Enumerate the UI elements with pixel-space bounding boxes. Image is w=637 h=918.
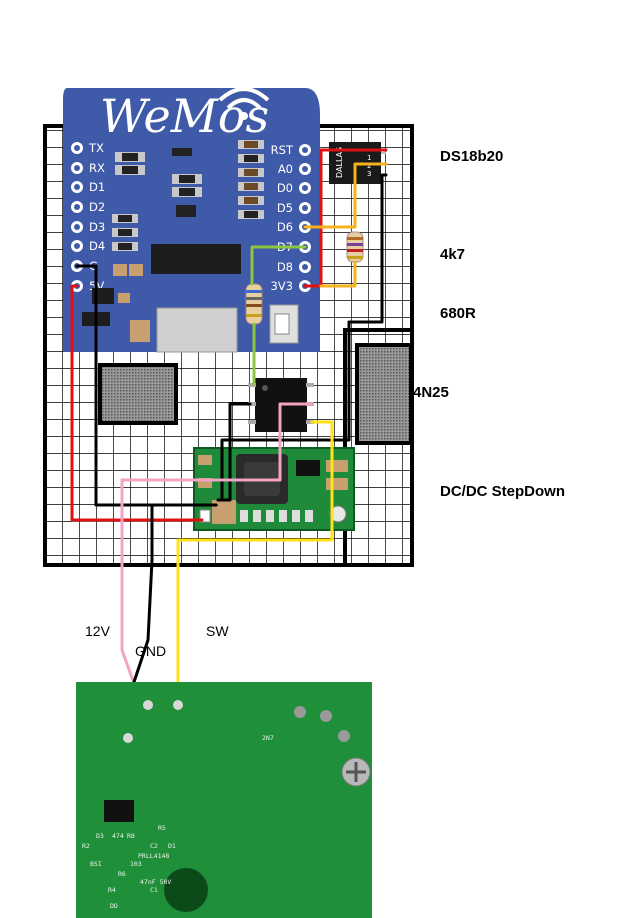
pin-label-d3: D3 [89, 220, 105, 234]
trim-potentiometer [329, 505, 347, 523]
silk-r4: R4 [108, 886, 116, 894]
wire-pink-12v [120, 402, 314, 702]
pin-label-d5: D5 [277, 201, 293, 215]
sensor-pin-mark-3: 3 [367, 170, 371, 178]
wire-green-d7 [250, 245, 307, 286]
silk-bsi: BSI [90, 860, 102, 868]
silk-103: 103 [130, 860, 142, 868]
pin-label-d2: D2 [89, 200, 105, 214]
silk-r8: R8 [127, 832, 135, 840]
pad-block-left [98, 363, 178, 425]
pin-label-tx: TX [88, 141, 104, 155]
pin-label-rx: RX [89, 161, 105, 175]
silk-c2: C2 [150, 842, 158, 850]
resistor-4k7 [346, 231, 364, 263]
reset-button [156, 307, 238, 353]
label-sw: SW [206, 623, 229, 639]
pin-label-d8: D8 [277, 260, 293, 274]
label-dcdc: DC/DC StepDown [440, 483, 565, 500]
label-12v: 12V [85, 623, 110, 639]
pcb-ic [104, 800, 134, 822]
pin-label-3v3: 3V3 [270, 279, 293, 293]
wire-orange-pullup [319, 260, 357, 288]
wemos-board: WeMos TX RX D1 D2 D3 D4 G 5V [63, 87, 320, 353]
ch340-chip [151, 244, 241, 274]
target-pcb: D3 474 R8 R2 C2 D1 R6 BSI 103 R5 47nF 50… [76, 682, 372, 918]
label-gnd: GND [135, 643, 167, 659]
silk-prll4148: PRLL4148 [138, 852, 169, 860]
silk-474: 474 [112, 832, 124, 840]
pin-label-rst: RST [271, 143, 294, 157]
wifi-icon [218, 87, 270, 120]
wire-black-sensor-gnd [220, 173, 388, 502]
silk-r6: R6 [118, 870, 126, 878]
silk-r2: R2 [82, 842, 90, 850]
silk-dd: DD [110, 902, 118, 910]
wires [70, 148, 388, 742]
label-4k7: 4k7 [440, 246, 466, 263]
silk-c1: C1 [150, 886, 158, 894]
wire-black-opto [216, 402, 252, 502]
pin-label-a0: A0 [278, 162, 293, 176]
pad-block-right [355, 343, 413, 445]
wire-red-3v3 [303, 148, 388, 288]
label-680r: 680R [440, 305, 476, 322]
silk-d1: D1 [168, 842, 176, 850]
wire-red-5v [70, 284, 204, 522]
dcdc-module [193, 447, 355, 531]
pin-label-d6: D6 [277, 220, 293, 234]
smd-components [82, 140, 299, 353]
sensor-brand: DALLAS [335, 147, 344, 178]
silk-47nf: 47nF 50V [140, 878, 171, 886]
mounting-screw-icon [341, 757, 371, 787]
sensor-pin-mark-2: 2 [367, 162, 371, 170]
pin-label-d1: D1 [89, 180, 105, 194]
label-4n25: 4N25 [413, 384, 449, 401]
silk-r5: R5 [158, 824, 166, 832]
label-ds18b20: DS18b20 [440, 148, 504, 165]
silk-2n7: 2N7 [262, 734, 274, 742]
sensor-pin-mark-1: 1 [367, 154, 371, 162]
pin-label-d0: D0 [277, 181, 293, 195]
silk-d3: D3 [96, 832, 104, 840]
pin-label-d4: D4 [89, 239, 105, 253]
wire-orange-data [303, 162, 388, 229]
resistor-680r [245, 283, 263, 325]
